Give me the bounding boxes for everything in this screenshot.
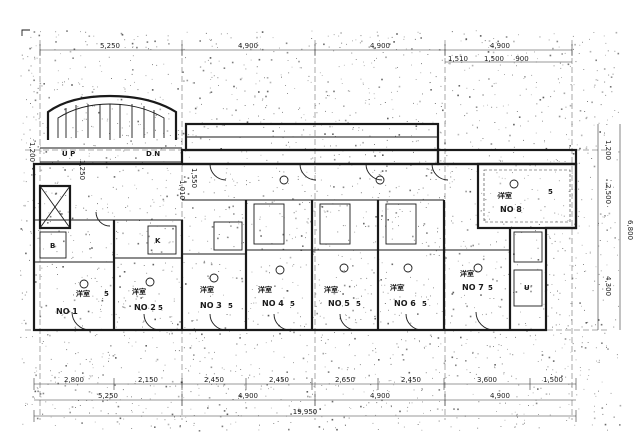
unit-labels: 洋室 5 NO 1 洋室 5 NO 2 洋室 5 NO 3 洋室 5 NO 4 … bbox=[56, 188, 553, 316]
unit-room-7: 洋室 bbox=[460, 269, 474, 278]
unit-id-4: NO 4 bbox=[262, 299, 284, 308]
corner-marker bbox=[21, 29, 30, 36]
corridor bbox=[180, 122, 578, 166]
unit-room-2: 洋室 bbox=[132, 287, 146, 296]
dim-left-3: 1,010 bbox=[178, 180, 186, 200]
dim-group-4: 4,900 bbox=[490, 392, 510, 400]
unit-room-6: 洋室 bbox=[390, 283, 404, 292]
unit-room-5: 洋室 bbox=[324, 285, 338, 294]
right-dimension: 1,200 2,500 6,800 4,300 bbox=[597, 124, 634, 330]
dim-bottom-8: 1,500 bbox=[543, 376, 563, 384]
dim-top-sub-2: 1,500 bbox=[484, 55, 504, 63]
dim-bottom-2: 2,150 bbox=[138, 376, 158, 384]
dim-top-1: 5,250 bbox=[100, 42, 120, 50]
unit-id-1: NO 1 bbox=[56, 307, 78, 316]
unit-size-6: 5 bbox=[422, 300, 427, 308]
dim-top-4: 4,900 bbox=[490, 42, 510, 50]
unit-size-7: 5 bbox=[488, 284, 493, 292]
unit-id-5: NO 5 bbox=[328, 299, 350, 308]
unit-room-8: 洋室 bbox=[498, 191, 512, 200]
dim-top-3: 4,900 bbox=[370, 42, 390, 50]
unit-size-4: 5 bbox=[290, 300, 295, 308]
bath-boxes: B K U bbox=[39, 203, 543, 307]
left-dimension: 1,200 1,250 1,010 1,550 bbox=[28, 142, 198, 200]
unit-size-3: 5 bbox=[228, 302, 233, 310]
elevator-shaft bbox=[38, 184, 72, 230]
dim-bottom-6: 2,450 bbox=[401, 376, 421, 384]
unit-id-6: NO 6 bbox=[394, 299, 416, 308]
dim-left-2: 1,250 bbox=[78, 160, 86, 180]
dim-bottom-5: 2,650 bbox=[335, 376, 355, 384]
dim-top-sub-3: 900 bbox=[515, 55, 528, 63]
unit-8-block bbox=[476, 162, 578, 230]
dim-right-4: 4,300 bbox=[604, 276, 612, 296]
dim-left-4: 1,550 bbox=[190, 168, 198, 188]
unit-room-4: 洋室 bbox=[258, 285, 272, 294]
dim-right-2: 2,500 bbox=[604, 184, 612, 204]
bath-label: B bbox=[50, 242, 55, 250]
unit-id-8: NO 8 bbox=[500, 205, 522, 214]
dim-bottom-1: 2,800 bbox=[64, 376, 84, 384]
dim-right-1: 1,200 bbox=[604, 140, 612, 160]
unit-id-3: NO 3 bbox=[200, 301, 222, 310]
partitions bbox=[34, 199, 512, 330]
unit-id-7: NO 7 bbox=[462, 283, 484, 292]
dim-group-1: 5,250 bbox=[98, 392, 118, 400]
dim-left-1: 1,200 bbox=[28, 142, 36, 162]
bottom-dimension: 2,800 2,150 2,450 2,450 2,650 2,450 3,60… bbox=[33, 376, 577, 422]
stair-up-label: U P bbox=[62, 150, 75, 158]
scan-noise bbox=[20, 30, 622, 432]
dim-top-sub-1: 1,510 bbox=[448, 55, 468, 63]
light-fixtures bbox=[79, 175, 519, 289]
dim-total: 19,950 bbox=[293, 408, 318, 416]
unit-size-8: 5 bbox=[548, 188, 553, 196]
unit-room-1: 洋室 bbox=[76, 289, 90, 298]
dim-bottom-7: 3,600 bbox=[477, 376, 497, 384]
dim-bottom-3: 2,450 bbox=[204, 376, 224, 384]
dim-bottom-4: 2,450 bbox=[269, 376, 289, 384]
kitchen-label: K bbox=[155, 237, 161, 245]
stair-hall: U P D N bbox=[40, 94, 182, 163]
unit-size-1: 5 bbox=[104, 290, 109, 298]
door-swings bbox=[71, 163, 495, 331]
dim-group-3: 4,900 bbox=[370, 392, 390, 400]
stair-down-label: D N bbox=[146, 150, 160, 158]
unit-size-5: 5 bbox=[356, 300, 361, 308]
top-dimension: 5,250 4,900 4,900 4,900 1,510 1,500 900 bbox=[39, 42, 573, 63]
unit-room-3: 洋室 bbox=[200, 285, 214, 294]
dim-top-2: 4,900 bbox=[238, 42, 258, 50]
building-outline bbox=[32, 162, 578, 332]
utility-label: U bbox=[524, 284, 530, 292]
dim-right-3: 6,800 bbox=[626, 220, 634, 240]
unit-id-2: NO 2 bbox=[134, 303, 156, 312]
unit-size-2: 5 bbox=[158, 304, 163, 312]
dim-group-2: 4,900 bbox=[238, 392, 258, 400]
